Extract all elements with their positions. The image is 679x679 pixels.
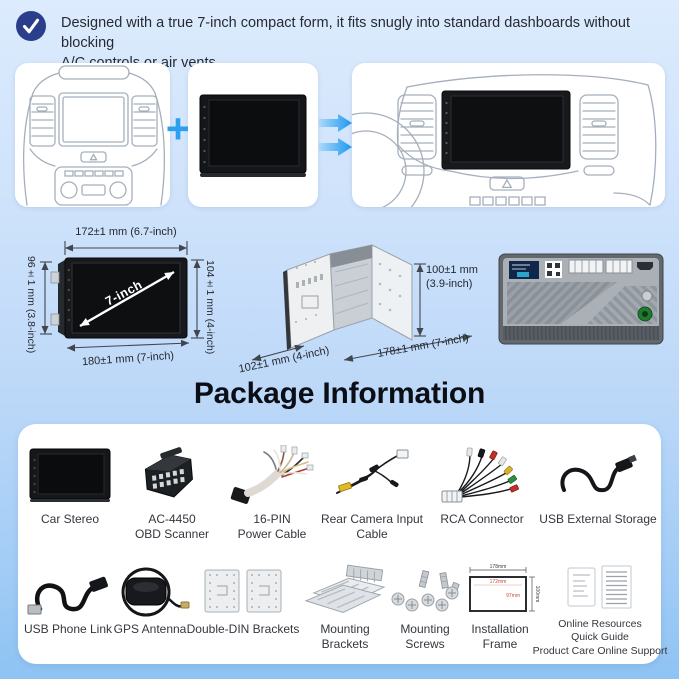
package-item-label: Double-DIN Brackets [186, 622, 300, 636]
power-cable-icon [224, 440, 320, 512]
arrow-right-icon [319, 114, 353, 132]
package-item: 178mm 172mm 97mm 100mm Installation Fram… [455, 560, 545, 653]
usb-external-storage-icon [528, 440, 668, 512]
dashboard-installed-card [352, 63, 665, 207]
dim-cage-height: 100±1 mm (3.9-inch) [426, 264, 478, 290]
package-item: AC-4450 OBD Scanner [120, 440, 224, 543]
front-dimensions-figure: 172±1 mm (6.7-inch) 96±1 mm (3.8-inch) 1… [25, 222, 260, 380]
package-item-label: 16-PIN Power Cable [237, 512, 307, 542]
package-item: RCA Connector [424, 440, 540, 527]
rca-connector-icon [424, 440, 540, 512]
package-information-title: Package Information [193, 377, 486, 410]
usb-phone-link-icon [22, 560, 114, 622]
cage-dimensions-figure: 100±1 mm (3.9-inch) 178±1 mm (7-inch) 10… [238, 222, 490, 382]
frame-outer-height-label: 100mm [534, 586, 540, 603]
package-item: USB Phone Link [22, 560, 114, 637]
package-item: Car Stereo [28, 440, 112, 527]
header-text: Designed with a true 7-inch compact form… [61, 15, 631, 71]
frame-inner-width-label: 172mm [490, 579, 507, 585]
package-item: 16-PIN Power Cable [224, 440, 320, 543]
package-item: GPS Antenna [107, 560, 193, 637]
package-item: Online Resources Quick Guide Product Car… [520, 560, 679, 658]
package-item: Mounting Screws [382, 560, 468, 653]
package-item-label: USB External Storage [539, 512, 657, 526]
online-resources-icon [520, 560, 679, 618]
package-item-label: GPS Antenna [113, 622, 187, 636]
arrow-right-icon [319, 138, 353, 156]
stereo-unit-card [188, 63, 318, 207]
check-badge-icon [16, 11, 46, 41]
package-item-label: AC-4450 OBD Scanner [134, 512, 210, 542]
cage-drawing [251, 244, 473, 362]
car-stereo-icon [28, 440, 112, 512]
rear-camera-cable-icon [312, 440, 432, 512]
frame-inner-height-label: 97mm [506, 593, 520, 599]
dim-front-left: 96±1 mm (3.8-inch) [25, 256, 37, 354]
dim-front-top: 172±1 mm (6.7-inch) [75, 226, 177, 238]
front-dimensions-drawing [40, 241, 204, 352]
obd-scanner-icon [120, 440, 224, 512]
package-item-label: Rear Camera Input Cable [320, 512, 424, 542]
package-item-label: RCA Connector [440, 512, 524, 526]
package-item-label: Online Resources Quick Guide Product Car… [532, 618, 668, 657]
dim-front-right: 104±1 mm (4-inch) [204, 260, 216, 355]
package-item: Double-DIN Brackets [175, 560, 311, 637]
rear-view-figure [497, 252, 665, 348]
package-item-label: USB Phone Link [23, 622, 113, 636]
frame-outer-width-label: 178mm [490, 564, 507, 570]
package-item-label: Mounting Screws [400, 622, 450, 652]
plus-sign: + [165, 105, 191, 152]
installation-frame-icon: 178mm 172mm 97mm 100mm [455, 560, 545, 622]
dashboard-installed-illustration [352, 74, 657, 207]
package-item-label: Installation Frame [471, 622, 529, 652]
package-item-label: Mounting Brackets [320, 622, 370, 652]
dashboard-empty-illustration [22, 65, 166, 206]
package-item: Rear Camera Input Cable [312, 440, 432, 543]
gps-antenna-icon [107, 560, 193, 622]
stereo-front-illustration [199, 94, 307, 177]
mounting-screws-icon [382, 560, 468, 622]
package-item: USB External Storage [528, 440, 668, 527]
dashboard-empty-card [15, 63, 170, 207]
package-contents-card: Car Stereo [18, 424, 667, 664]
double-din-brackets-icon [175, 560, 311, 622]
rear-view-drawing [498, 253, 664, 345]
package-item-label: Car Stereo [40, 512, 100, 526]
package-item: Mounting Brackets [302, 560, 388, 653]
mounting-brackets-icon [302, 560, 388, 622]
